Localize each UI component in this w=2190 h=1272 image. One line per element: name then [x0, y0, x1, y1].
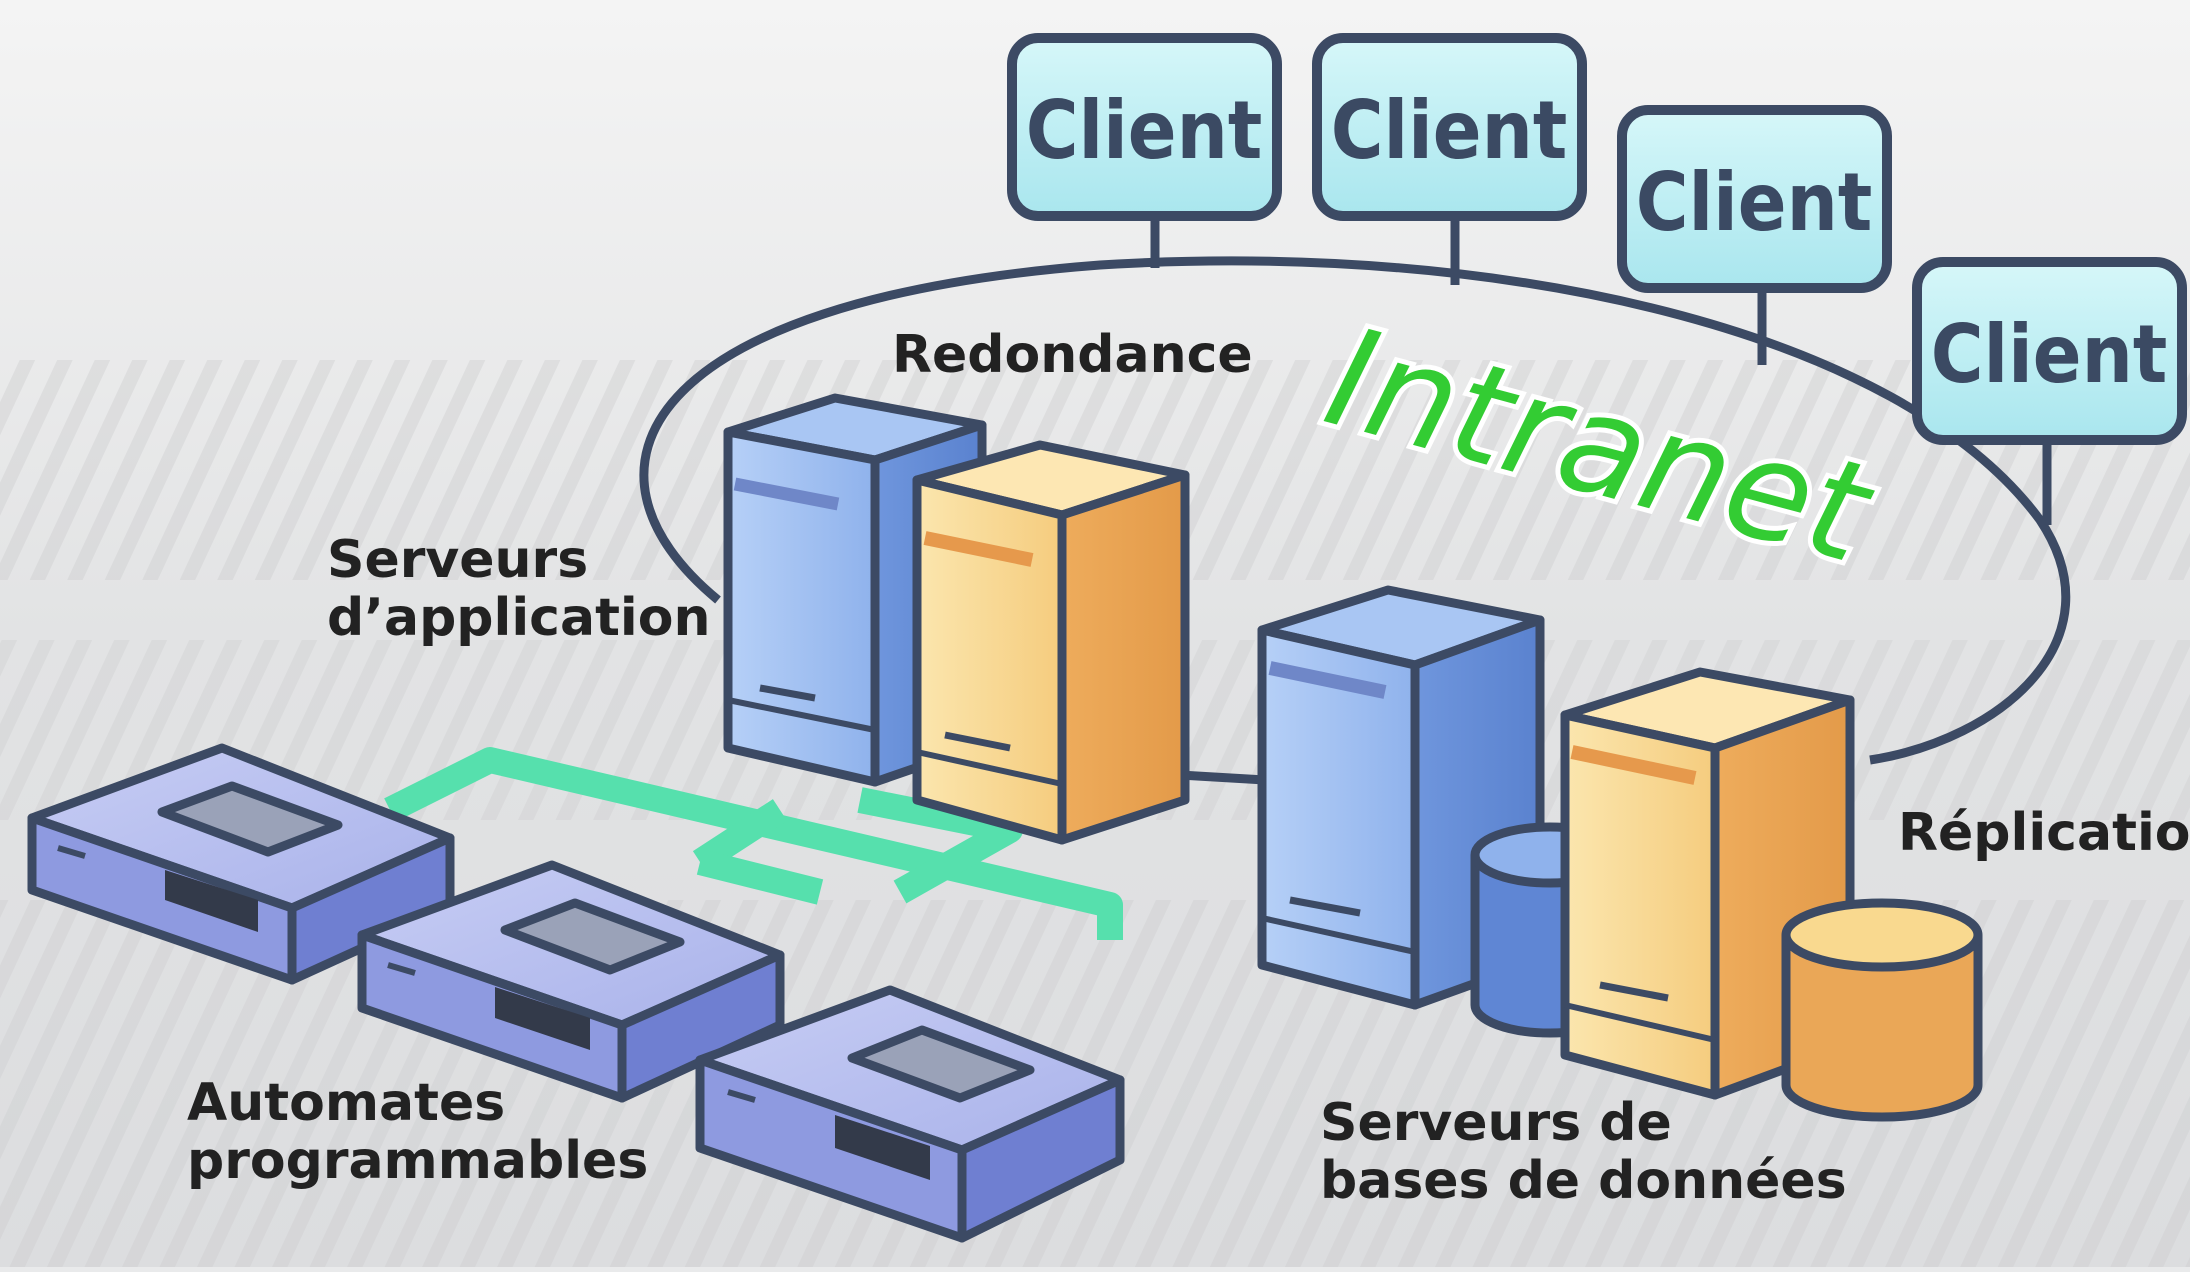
client-4: Client	[1912, 257, 2187, 445]
intranet-ring	[639, 256, 2071, 765]
client-3-label: Client	[1636, 156, 1873, 249]
plc-label-line2: programmables	[187, 1131, 648, 1191]
plc-unit-3	[695, 985, 1125, 1243]
db-cylinder-yellow	[1781, 898, 1983, 1122]
client-1-label: Client	[1026, 84, 1263, 177]
client-2: Client	[1312, 33, 1587, 221]
client-4-label: Client	[1931, 308, 2168, 401]
plc-label-line1: Automates	[187, 1073, 505, 1133]
ring-link-db	[1179, 770, 1266, 785]
db-servers-label-line1: Serveurs de	[1320, 1093, 1672, 1153]
client-2-label: Client	[1331, 84, 1568, 177]
client-1: Client	[1007, 33, 1282, 221]
app-servers-label-line1: Serveurs	[327, 530, 588, 590]
db-server-blue	[1257, 585, 1545, 1010]
db-servers-label-line2: bases de données	[1320, 1151, 1847, 1211]
plc-unit-1	[27, 743, 455, 985]
app-server-yellow	[912, 440, 1190, 845]
client-3: Client	[1617, 105, 1892, 293]
app-servers-label-line2: d’application	[327, 588, 711, 648]
replication-label: Réplication	[1898, 803, 2190, 863]
plc-unit-2	[357, 860, 785, 1103]
redundancy-label: Redondance	[892, 325, 1253, 385]
